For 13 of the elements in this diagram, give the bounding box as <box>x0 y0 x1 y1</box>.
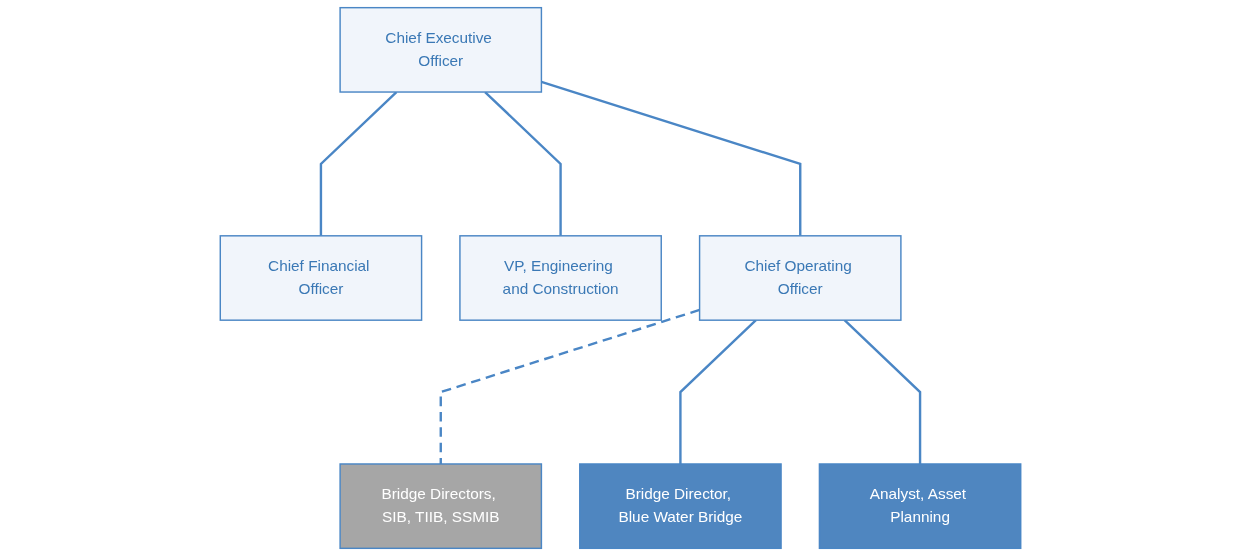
connector <box>484 91 562 236</box>
connector <box>439 308 700 464</box>
node-box: VP, Engineering and Construction <box>459 235 662 321</box>
connector <box>843 319 922 464</box>
connector <box>319 91 398 236</box>
node-box: Chief Operating Officer <box>698 235 902 321</box>
node-box: Bridge Directors, SIB, TIIB, SSMIB <box>339 463 543 550</box>
node-box: Bridge Director, Blue Water Bridge <box>579 463 782 550</box>
node-box: Chief Financial Officer <box>219 235 423 321</box>
node-box: Analyst, Asset Planning <box>818 463 1022 550</box>
connector <box>541 80 802 236</box>
connector <box>679 319 757 464</box>
node-box: Chief Executive Officer <box>339 6 543 93</box>
